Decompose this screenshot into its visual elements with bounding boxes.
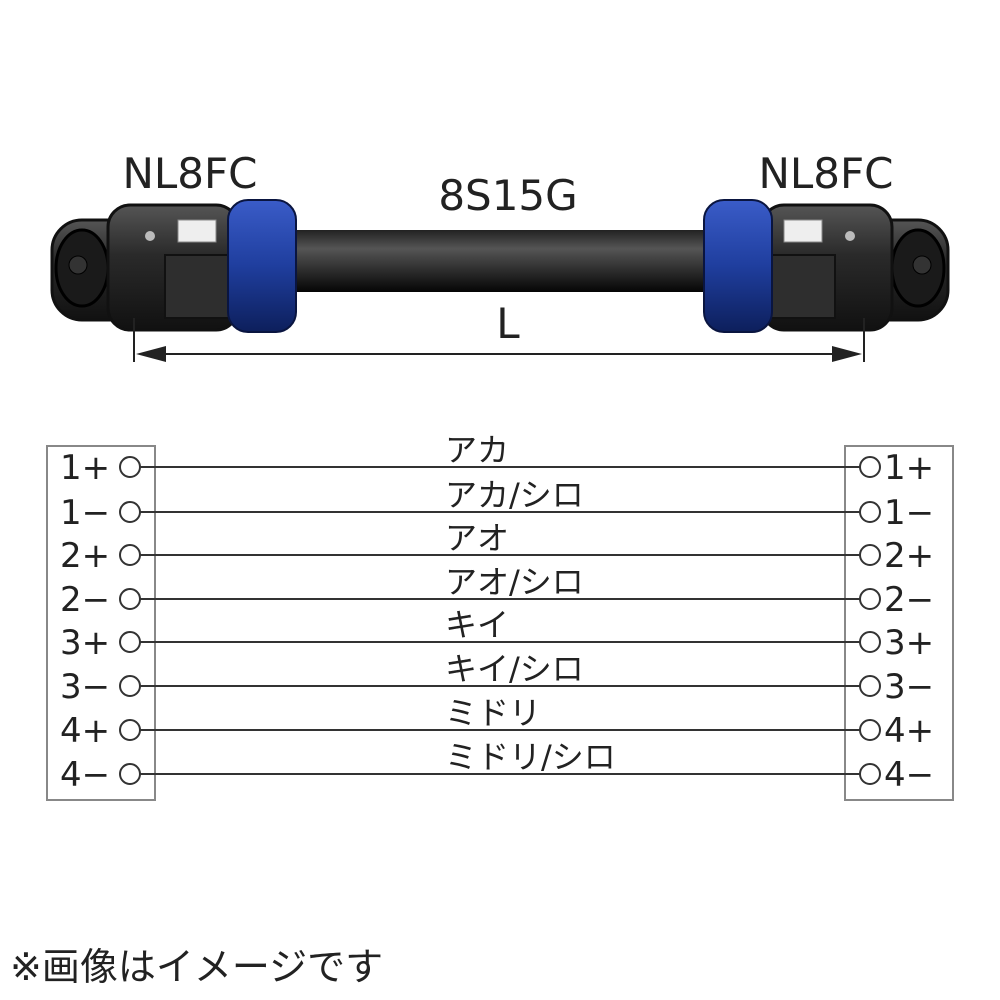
- right-terminal-icon: [859, 588, 881, 610]
- left-pin-label: 2+: [60, 536, 110, 576]
- left-connector-label: NL8FC: [122, 149, 257, 198]
- wire-row: 4− 4− ミドリ/シロ: [60, 738, 934, 795]
- cable-model-label: 8S15G: [438, 171, 577, 220]
- wire-row: 1− 1− アカ/シロ: [60, 476, 934, 533]
- left-pin-label: 4+: [60, 711, 110, 751]
- right-pin-label: 1+: [884, 448, 934, 488]
- wire-color-label: キイ: [445, 606, 509, 644]
- wire-color-label: アオ: [445, 519, 509, 557]
- left-terminal-icon: [119, 675, 141, 697]
- right-terminal-icon: [859, 719, 881, 741]
- right-terminal-icon: [859, 501, 881, 523]
- wire-row: 1+ 1+ アカ: [60, 431, 934, 488]
- left-pin-label: 3−: [60, 667, 110, 707]
- right-pin-label: 1−: [884, 493, 934, 533]
- right-pin-label: 2+: [884, 536, 934, 576]
- right-terminal-icon: [859, 456, 881, 478]
- right-terminal-icon: [859, 675, 881, 697]
- right-connector-label: NL8FC: [758, 149, 893, 198]
- wire-color-label: アオ/シロ: [445, 563, 584, 601]
- left-terminal-icon: [119, 719, 141, 741]
- right-pin-label: 2−: [884, 580, 934, 620]
- left-terminal-icon: [119, 631, 141, 653]
- right-pin-label: 3−: [884, 667, 934, 707]
- length-label: L: [496, 299, 520, 348]
- right-pin-label: 4+: [884, 711, 934, 751]
- wire-row: 2− 2− アオ/シロ: [60, 563, 934, 620]
- right-pin-label: 4−: [884, 755, 934, 795]
- footnote: ※画像はイメージです: [10, 945, 383, 989]
- wire-color-label: キイ/シロ: [445, 650, 584, 688]
- left-terminal-icon: [119, 501, 141, 523]
- wire-row: 2+ 2+ アオ: [60, 519, 934, 576]
- left-pin-label: 2−: [60, 580, 110, 620]
- right-connector: [702, 198, 950, 334]
- wire-row: 4+ 4+ ミドリ: [60, 694, 934, 751]
- right-terminal-icon: [859, 763, 881, 785]
- left-terminal-icon: [119, 763, 141, 785]
- left-terminal-icon: [119, 456, 141, 478]
- wire-row: 3− 3− キイ/シロ: [60, 650, 934, 707]
- wire-color-label: アカ/シロ: [445, 476, 584, 514]
- left-pin-label: 3+: [60, 623, 110, 663]
- left-pin-label: 1−: [60, 493, 110, 533]
- right-terminal-icon: [859, 544, 881, 566]
- left-pin-label: 1+: [60, 448, 110, 488]
- wire-color-label: アカ: [445, 431, 509, 469]
- cable: [290, 230, 710, 292]
- wire-row: 3+ 3+ キイ: [60, 606, 934, 663]
- right-pin-block: [844, 445, 954, 801]
- wire-color-label: ミドリ: [445, 694, 541, 732]
- left-terminal-icon: [119, 544, 141, 566]
- right-terminal-icon: [859, 631, 881, 653]
- length-dimension: [133, 318, 865, 362]
- left-terminal-icon: [119, 588, 141, 610]
- wire-color-label: ミドリ/シロ: [445, 738, 616, 776]
- left-pin-label: 4−: [60, 755, 110, 795]
- left-connector: [50, 198, 298, 334]
- right-pin-label: 3+: [884, 623, 934, 663]
